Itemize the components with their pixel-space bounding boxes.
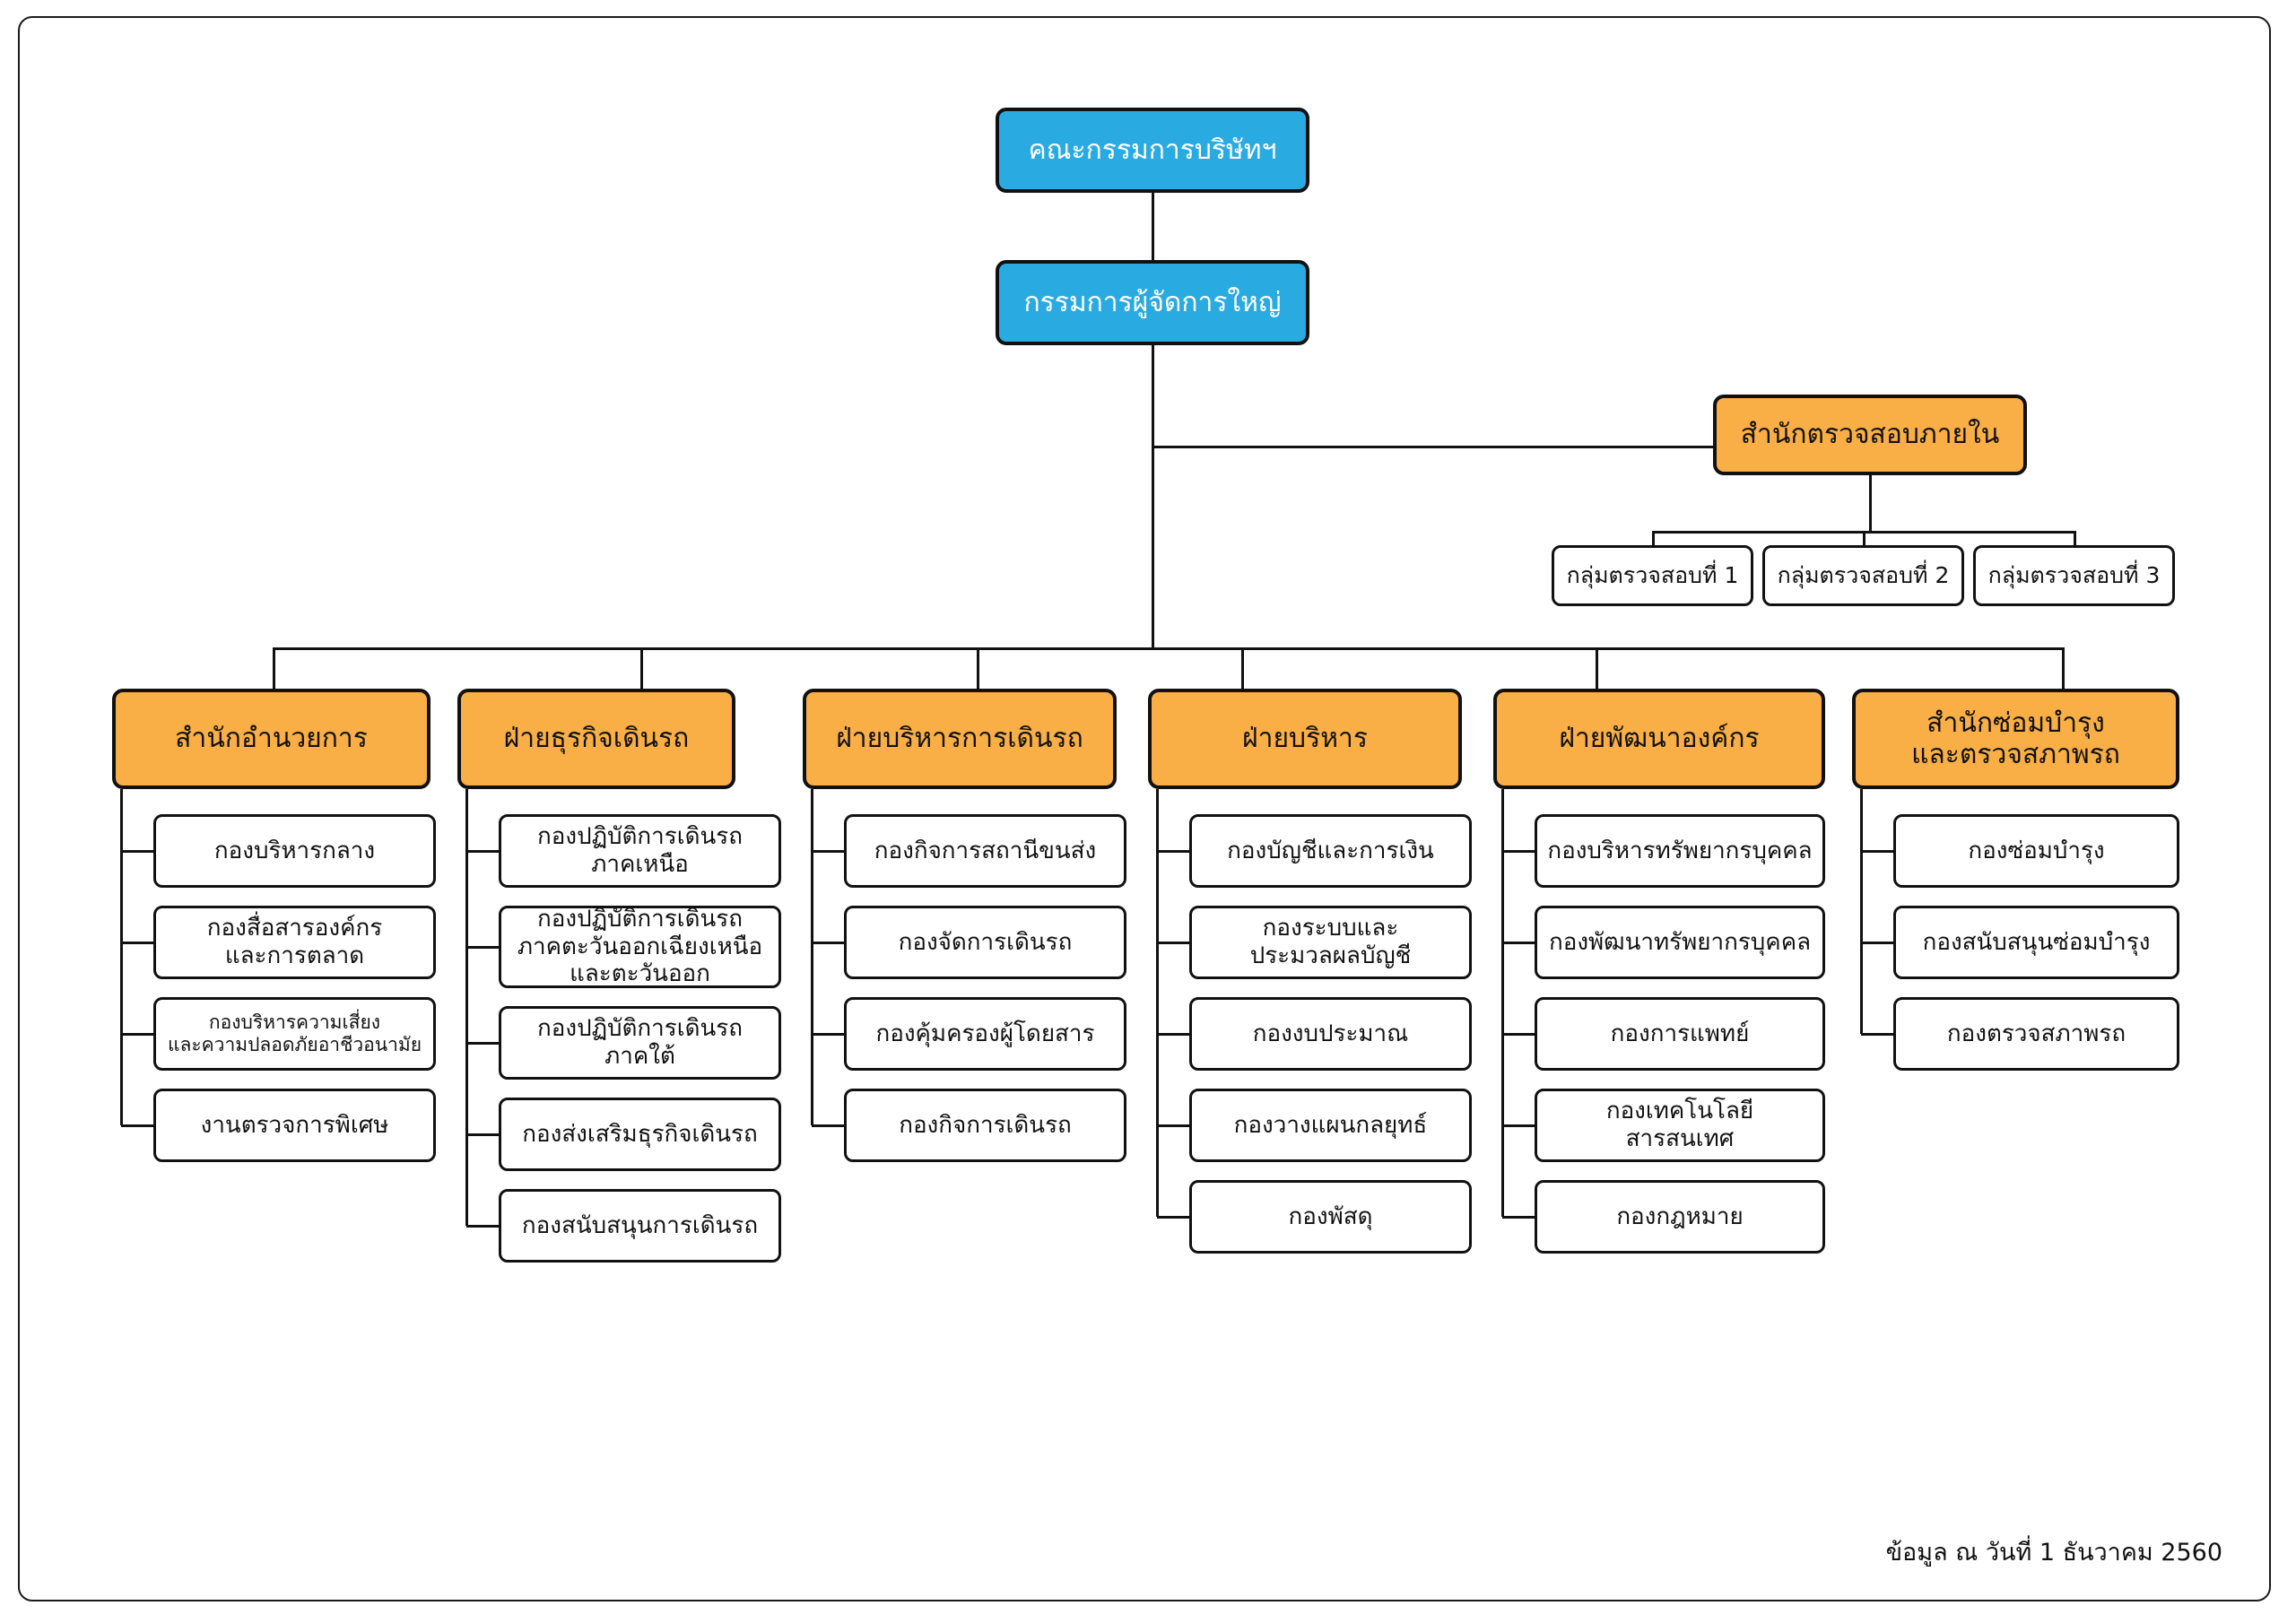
- sub-department-node-1-4: งานตรวจการพิเศษ: [153, 1089, 436, 1162]
- audit-group-node-1: กลุ่มตรวจสอบที่ 1: [1552, 545, 1753, 606]
- sub-department-node-2-3: กองปฏิบัติการเดินรถ ภาคใต้: [499, 1006, 781, 1080]
- footer-date-note: ข้อมูล ณ วันที่ 1 ธันวาคม 2560: [1885, 1539, 2222, 1567]
- connector-spine-to-child: [466, 1133, 499, 1136]
- sub-department-node-5-5: กองกฎหมาย: [1535, 1180, 1825, 1254]
- connector-spine-to-child: [1861, 942, 1893, 944]
- division-node-4: ฝ่ายบริหาร: [1148, 689, 1462, 789]
- connector-spine-to-child: [1157, 850, 1189, 853]
- sub-department-node-2-5: กองสนับสนุนการเดินรถ: [499, 1189, 781, 1263]
- connector-bus-to-division-2: [640, 647, 643, 689]
- connector-division-spine-6: [1860, 789, 1863, 1034]
- connector-division-bus: [274, 647, 2063, 650]
- connector-spine-to-child: [1157, 1216, 1189, 1219]
- connector-bus-to-division-6: [2062, 647, 2065, 689]
- audit-group-node-3: กลุ่มตรวจสอบที่ 3: [1973, 545, 2175, 606]
- connector-spine-to-child: [1502, 850, 1535, 853]
- sub-department-node-3-4: กองกิจการเดินรถ: [844, 1089, 1126, 1162]
- sub-department-node-1-2: กองสื่อสารองค์กร และการตลาด: [153, 906, 436, 979]
- connector-board-to-md: [1152, 193, 1154, 260]
- connector-spine-to-child: [1502, 1033, 1535, 1036]
- sub-department-node-4-3: กองงบประมาณ: [1189, 997, 1472, 1071]
- connector-spine-to-child: [812, 942, 844, 944]
- connector-spine-to-child: [812, 850, 844, 853]
- connector-spine-to-child: [466, 1042, 499, 1045]
- audit-group-node-2: กลุ่มตรวจสอบที่ 2: [1762, 545, 1964, 606]
- sub-department-node-6-1: กองซ่อมบำรุง: [1893, 814, 2179, 888]
- sub-department-node-4-2: กองระบบและ ประมวลผลบัญชี: [1189, 906, 1472, 979]
- sub-department-node-2-1: กองปฏิบัติการเดินรถ ภาคเหนือ: [499, 814, 781, 888]
- connector-division-spine-4: [1156, 789, 1159, 1217]
- sub-department-node-4-1: กองบัญชีและการเงิน: [1189, 814, 1472, 888]
- connector-spine-to-child: [1157, 942, 1189, 944]
- connector-division-spine-1: [120, 789, 123, 1125]
- internal-audit-office-node: สำนักตรวจสอบภายใน: [1713, 395, 2027, 475]
- connector-spine-to-child: [1861, 1033, 1893, 1036]
- connector-division-spine-2: [465, 789, 468, 1226]
- connector-spine-to-child: [121, 1033, 153, 1036]
- sub-department-node-2-4: กองส่งเสริมธุรกิจเดินรถ: [499, 1098, 781, 1171]
- connector-spine-to-child: [812, 1033, 844, 1036]
- sub-department-node-1-1: กองบริหารกลาง: [153, 814, 436, 888]
- connector-bus-to-division-3: [977, 647, 979, 689]
- division-node-3: ฝ่ายบริหารการเดินรถ: [803, 689, 1117, 789]
- connector-spine-to-child: [1502, 1216, 1535, 1219]
- connector-spine-to-child: [1502, 942, 1535, 944]
- connector-spine-to-child: [812, 1124, 844, 1127]
- sub-department-node-3-1: กองกิจการสถานีขนส่ง: [844, 814, 1126, 888]
- diagram-frame: [18, 16, 2271, 1601]
- connector-md-to-audit-office: [1152, 446, 1713, 448]
- connector-spine-to-child: [121, 942, 153, 944]
- connector-bus-to-division-4: [1241, 647, 1244, 689]
- connector-spine-to-child: [466, 1225, 499, 1228]
- sub-department-node-5-3: กองการแพทย์: [1535, 997, 1825, 1071]
- connector-spine-to-child: [1157, 1124, 1189, 1127]
- connector-spine-to-child: [121, 850, 153, 853]
- connector-spine-to-child: [1157, 1033, 1189, 1036]
- sub-department-node-3-2: กองจัดการเดินรถ: [844, 906, 1126, 979]
- division-node-1: สำนักอำนวยการ: [112, 689, 430, 789]
- sub-department-node-5-4: กองเทคโนโลยี สารสนเทศ: [1535, 1089, 1825, 1162]
- connector-audit-group-drop: [2073, 531, 2076, 545]
- connector-audit-group-drop: [1651, 531, 1655, 545]
- connector-md-trunk: [1152, 345, 1154, 647]
- board-of-directors-node: คณะกรรมการบริษัทฯ: [996, 108, 1309, 193]
- connector-spine-to-child: [121, 1124, 153, 1127]
- connector-bus-to-division-5: [1596, 647, 1598, 689]
- sub-department-node-1-3: กองบริหารความเสี่ยง และความปลอดภัยอาชีวอ…: [153, 997, 436, 1071]
- division-node-2: ฝ่ายธุรกิจเดินรถ: [457, 689, 735, 789]
- sub-department-node-4-5: กองพัสดุ: [1189, 1180, 1472, 1254]
- sub-department-node-5-1: กองบริหารทรัพยากรบุคคล: [1535, 814, 1825, 888]
- connector-spine-to-child: [1861, 850, 1893, 853]
- connector-division-spine-3: [811, 789, 813, 1125]
- connector-spine-to-child: [1502, 1124, 1535, 1127]
- connector-bus-to-division-1: [273, 647, 275, 689]
- sub-department-node-5-2: กองพัฒนาทรัพยากรบุคคล: [1535, 906, 1825, 979]
- connector-spine-to-child: [466, 946, 499, 949]
- connector-spine-to-child: [466, 850, 499, 853]
- sub-department-node-6-3: กองตรวจสภาพรถ: [1893, 997, 2179, 1071]
- connector-audit-group-drop: [1862, 531, 1866, 545]
- sub-department-node-6-2: กองสนับสนุนซ่อมบำรุง: [1893, 906, 2179, 979]
- sub-department-node-2-2: กองปฏิบัติการเดินรถ ภาคตะวันออกเฉียงเหนื…: [499, 906, 781, 988]
- connector-division-spine-5: [1501, 789, 1504, 1217]
- division-node-6: สำนักซ่อมบำรุง และตรวจสภาพรถ: [1852, 689, 2179, 789]
- connector-audit-stem: [1869, 475, 1872, 531]
- managing-director-node: กรรมการผู้จัดการใหญ่: [996, 260, 1309, 345]
- sub-department-node-3-3: กองคุ้มครองผู้โดยสาร: [844, 997, 1126, 1071]
- division-node-5: ฝ่ายพัฒนาองค์กร: [1493, 689, 1825, 789]
- sub-department-node-4-4: กองวางแผนกลยุทธ์: [1189, 1089, 1472, 1162]
